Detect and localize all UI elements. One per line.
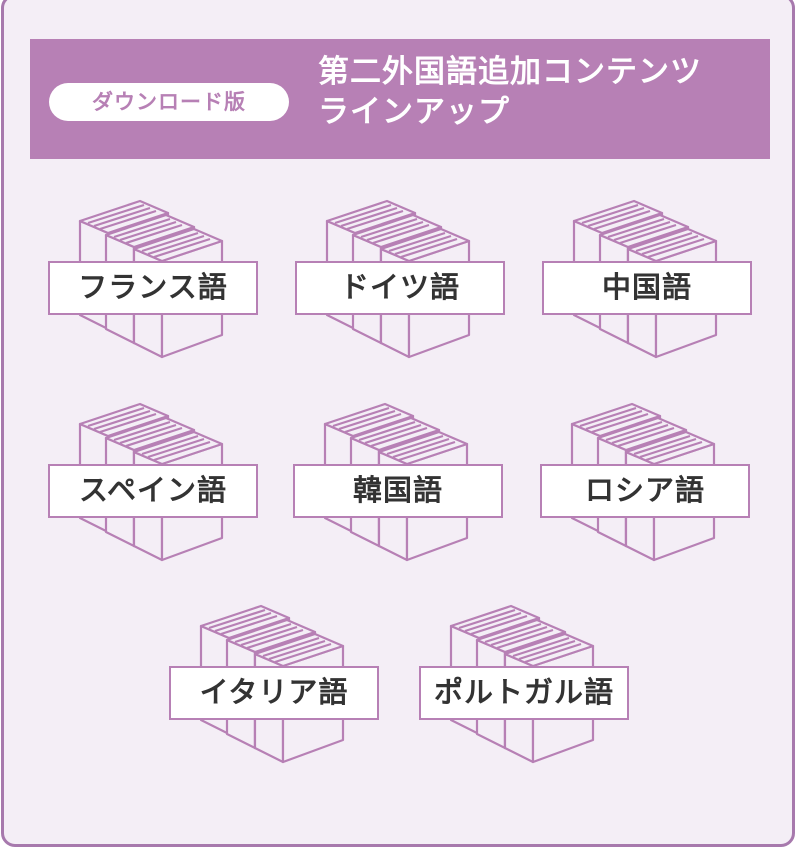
- download-badge: ダウンロード版: [49, 83, 289, 121]
- language-label: ポルトガル語: [419, 666, 629, 720]
- language-label: 中国語: [542, 261, 752, 315]
- language-label: ドイツ語: [295, 261, 505, 315]
- lang-russian: ロシア語: [540, 400, 750, 575]
- language-label: スペイン語: [48, 464, 258, 518]
- page-title: 第二外国語追加コンテンツ ラインアップ: [318, 52, 758, 132]
- lang-french: フランス語: [48, 197, 258, 372]
- language-label: ロシア語: [540, 464, 750, 518]
- lang-spanish: スペイン語: [48, 400, 258, 575]
- lang-german: ドイツ語: [295, 197, 505, 372]
- language-label: フランス語: [48, 261, 258, 315]
- title-line-2: ラインアップ: [318, 94, 510, 130]
- language-label: イタリア語: [169, 666, 379, 720]
- lang-italian: イタリア語: [169, 602, 379, 777]
- lang-chinese: 中国語: [542, 197, 752, 372]
- language-label: 韓国語: [293, 464, 503, 518]
- header-banner: ダウンロード版 第二外国語追加コンテンツ ラインアップ: [30, 39, 770, 159]
- lang-portuguese: ポルトガル語: [419, 602, 629, 777]
- title-line-1: 第二外国語追加コンテンツ: [318, 54, 702, 90]
- lang-korean: 韓国語: [293, 400, 503, 575]
